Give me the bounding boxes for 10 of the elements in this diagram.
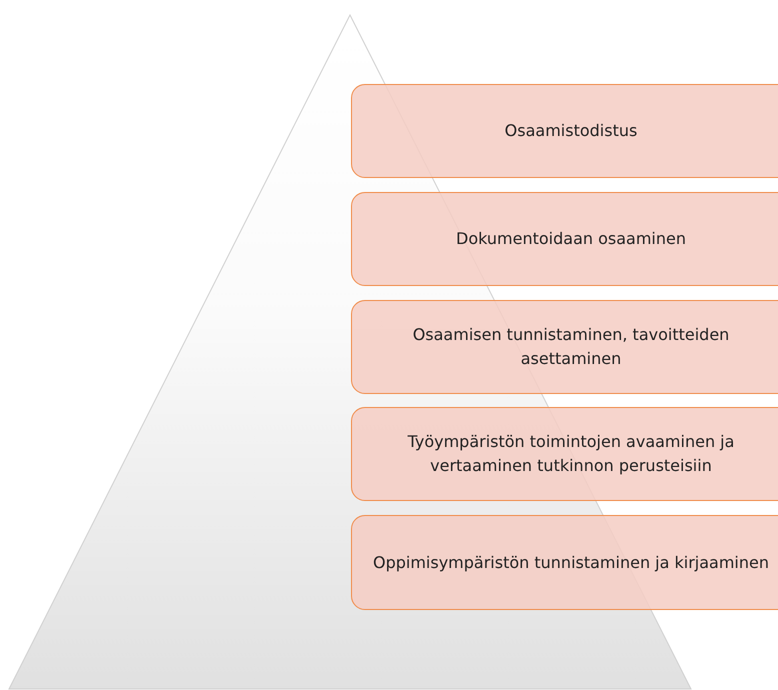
step-box — [351, 84, 778, 178]
step-text: Osaamisen tunnistaminen, tavoitteiden asettaminen — [412, 325, 730, 368]
step-box — [351, 407, 778, 501]
step-text: Työympäristön toimintojen avaaminen ja vertaaminen tutkinnon perusteisiin — [408, 432, 734, 475]
step-text: Oppimisympäristön tunnistaminen ja kirjaaminen — [372, 552, 769, 572]
step-box — [351, 192, 778, 286]
step-box — [351, 300, 778, 394]
step-text: Osaamistodistus — [504, 121, 638, 140]
step-box — [351, 515, 778, 610]
step-text: Dokumentoidaan osaaminen — [456, 229, 686, 248]
